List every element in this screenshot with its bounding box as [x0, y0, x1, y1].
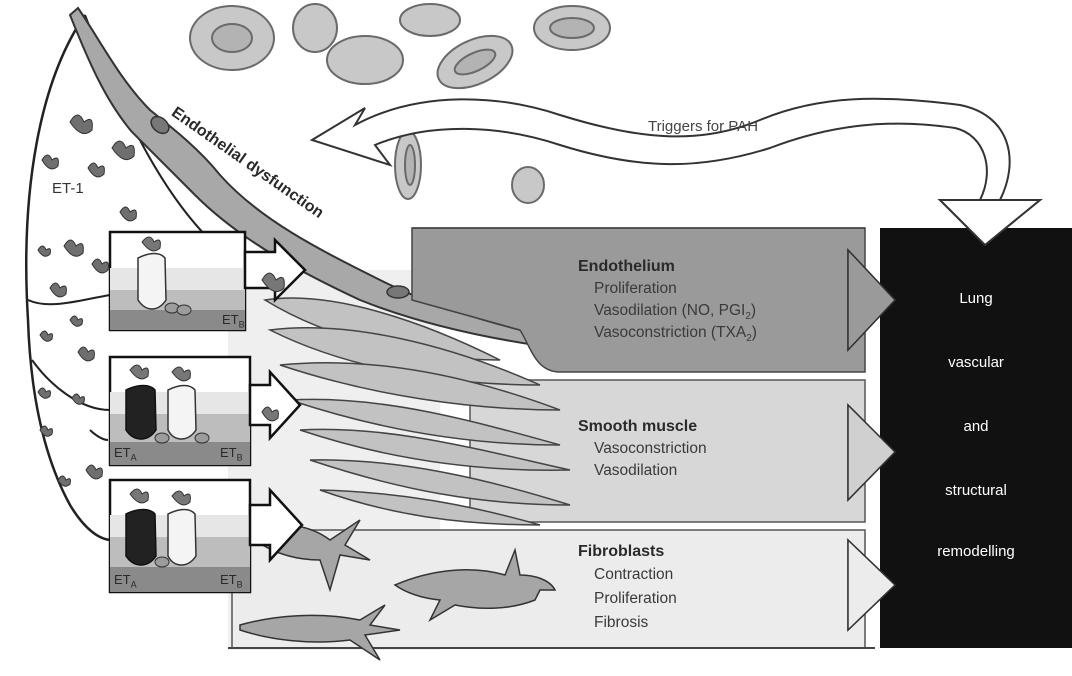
smooth-muscle-item-1: Vasoconstriction: [594, 438, 707, 460]
arrow-to-box2: [32, 360, 110, 410]
receptor-label-box2-etb: ETB: [220, 445, 243, 463]
smooth-muscle-title: Smooth muscle: [578, 418, 697, 436]
fibroblasts-item-2: Proliferation: [594, 588, 677, 610]
endothelium-item-1: Proliferation: [594, 278, 677, 300]
et1-label: ET-1: [52, 180, 84, 197]
receptor-label-box1-etb: ETB: [222, 312, 245, 330]
outcome-word-1: Lung: [921, 290, 1031, 307]
receptor-label-box3-eta: ETA: [114, 572, 137, 590]
smooth-muscle-item-2: Vasodilation: [594, 460, 677, 482]
outcome-word-3: and: [921, 418, 1031, 435]
et1-enclosure: [26, 15, 112, 540]
arrow-to-box1: [28, 295, 110, 304]
arrow-to-box3-inner: [90, 430, 108, 440]
endothelium-title: Endothelium: [578, 258, 675, 276]
fibroblasts-title: Fibroblasts: [578, 543, 664, 561]
endothelium-item-3: Vasoconstriction (TXA2): [594, 322, 757, 350]
outcome-word-4: structural: [921, 482, 1031, 499]
outcome-word-2: vascular: [921, 354, 1031, 371]
receptor-label-box2-eta: ETA: [114, 445, 137, 463]
nucleus-2: [387, 286, 409, 298]
outcome-word-5: remodelling: [921, 543, 1031, 560]
fibroblasts-item-3: Fibrosis: [594, 612, 648, 634]
receptor-label-box3-etb: ETB: [220, 572, 243, 590]
fibroblasts-item-1: Contraction: [594, 564, 673, 586]
triggers-label: Triggers for PAH: [648, 118, 758, 135]
